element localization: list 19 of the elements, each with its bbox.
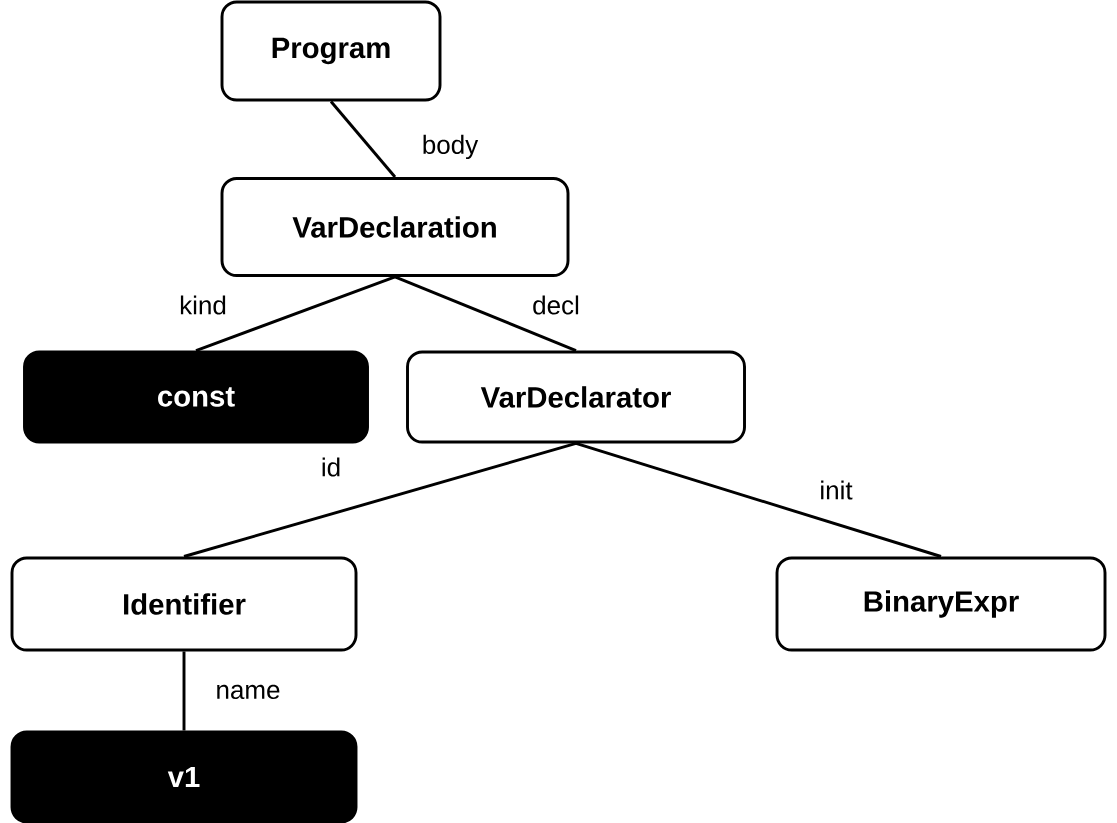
filled-box: const — [23, 350, 369, 444]
edge-label: body — [423, 134, 479, 160]
connector-line — [195, 275, 396, 352]
connector-line — [182, 651, 186, 731]
connector-line — [394, 275, 577, 352]
node-box: VarDeclaration — [220, 177, 570, 277]
node-box: Program — [220, 0, 442, 102]
node-box: Identifier — [10, 556, 358, 652]
filled-box: v1 — [10, 730, 358, 823]
edge-label: name — [217, 684, 280, 700]
connector-line — [329, 100, 397, 178]
node-box: VarDeclarator — [406, 350, 746, 444]
connector-line — [575, 442, 942, 558]
node-box: BinaryExpr — [775, 556, 1107, 652]
edge-label: id — [322, 457, 340, 477]
edge-label: decl — [533, 295, 579, 315]
edge-label: init — [821, 480, 853, 500]
connector-line — [183, 442, 577, 558]
edge-label: kind — [180, 295, 226, 315]
